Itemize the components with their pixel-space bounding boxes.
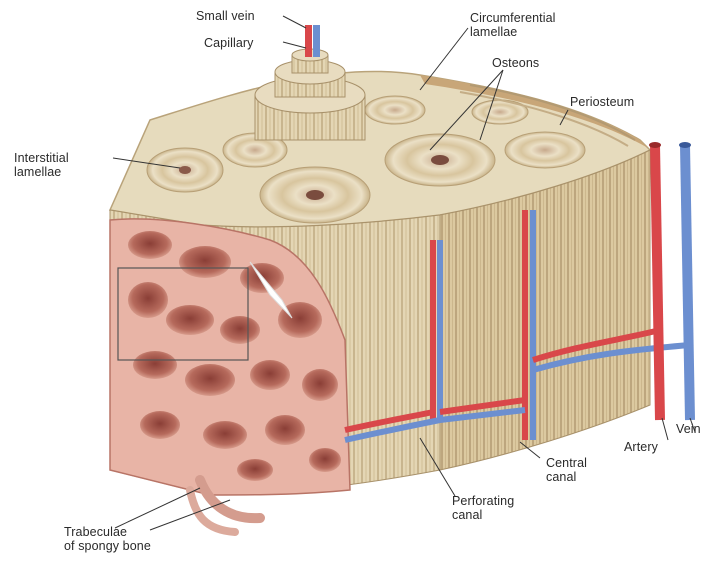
label-trabeculae: Trabeculae of spongy bone: [64, 525, 151, 553]
label-central-canal: Central canal: [546, 456, 587, 484]
label-periosteum: Periosteum: [570, 95, 634, 109]
raised-osteon-column: [255, 25, 365, 140]
label-capillary: Capillary: [204, 36, 254, 50]
label-osteons: Osteons: [492, 56, 539, 70]
label-circumferential-lamellae: Circumferential lamellae: [470, 11, 556, 39]
label-vein: Vein: [676, 422, 701, 436]
label-perforating-canal: Perforating canal: [452, 494, 514, 522]
label-small-vein: Small vein: [196, 9, 255, 23]
label-interstitial-lamellae: Interstitial lamellae: [14, 151, 69, 179]
label-artery: Artery: [624, 440, 658, 454]
